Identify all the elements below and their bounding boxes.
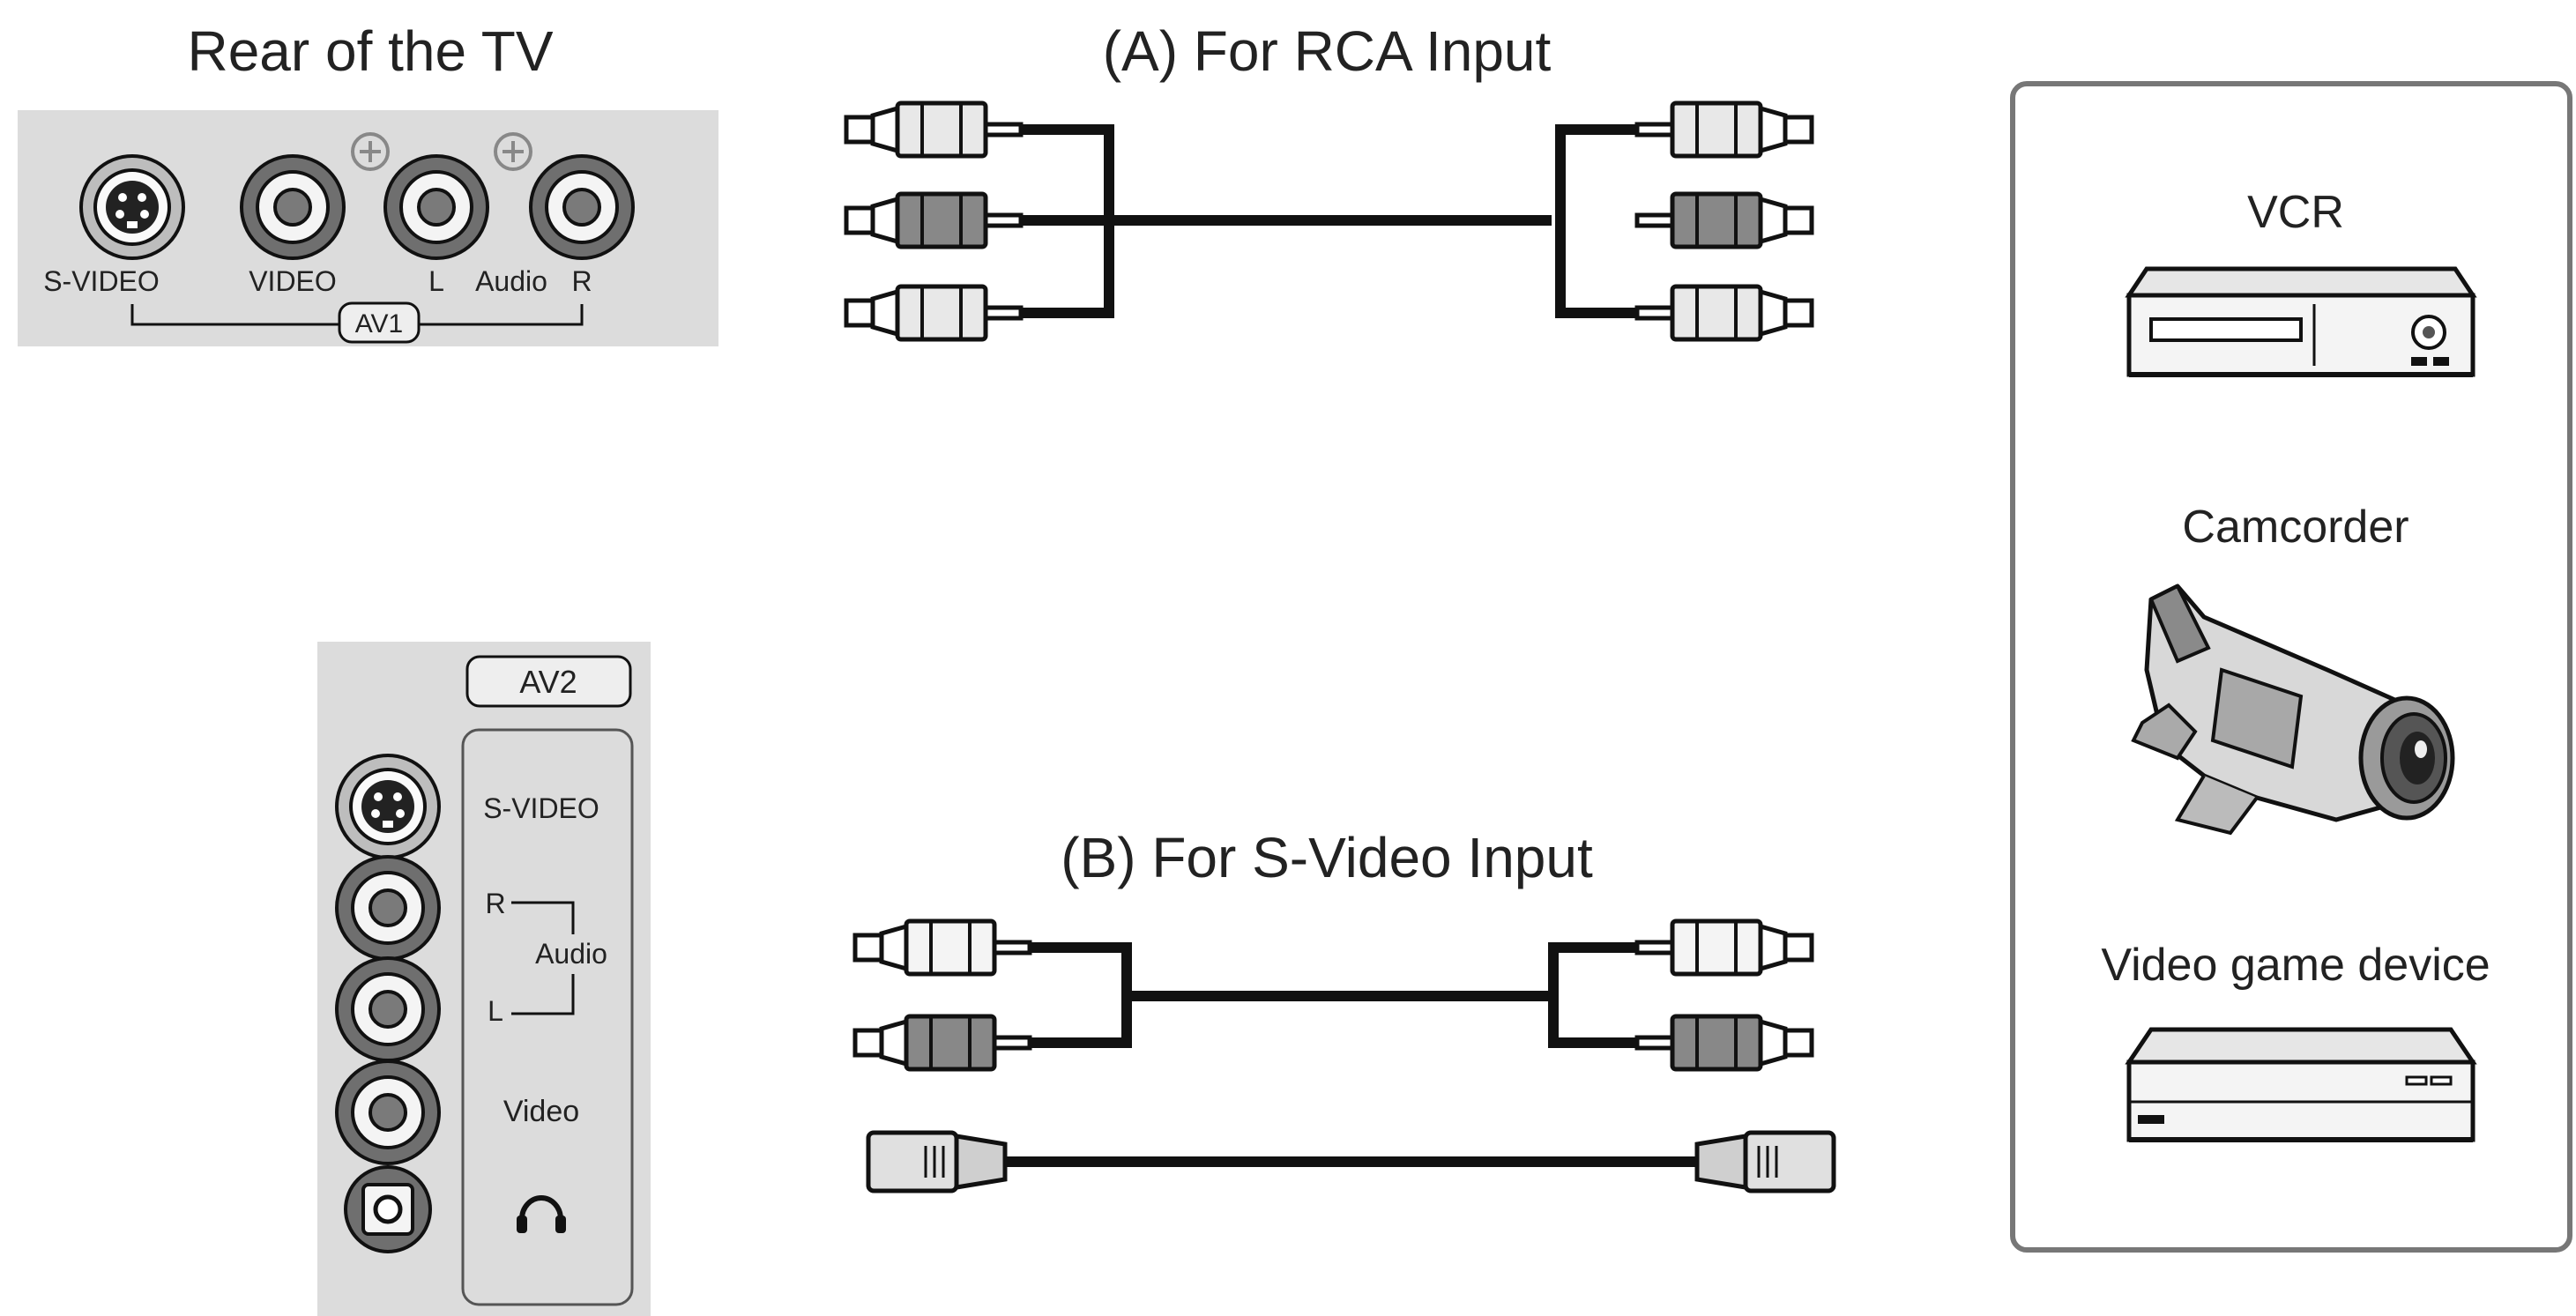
rca-plug [846,286,1021,339]
av2-right-label: R [485,888,505,919]
av2-audio-bracket [511,901,575,1015]
rca-plug [855,1016,1030,1069]
av2-headphone-jack [344,1165,432,1253]
rear-of-tv-title: Rear of the TV [187,19,553,83]
rca-plug [1637,194,1812,247]
av1-right-label: R [571,265,592,297]
camcorder-icon [2131,584,2455,836]
av1-group-label: AV1 [355,309,403,338]
device-label-camcorder: Camcorder [2182,502,2408,553]
svideo-cable-assembly [855,921,1836,1193]
av1-left-label: L [428,265,444,297]
device-label-vcr: VCR [2247,187,2344,238]
svideo-plug [1694,1130,1836,1193]
av2-panel: AV2 S-VIDEO R Audio L Video [317,642,651,1316]
rca-plug [1637,1016,1812,1069]
headphone-icon [517,1195,566,1233]
rca-plug [846,194,1021,247]
av1-audio-left-jack [383,154,489,260]
av2-audio-left-jack [335,956,441,1062]
av2-group-badge [465,655,632,708]
rca-plug [1637,921,1812,974]
rca-plug [1637,286,1812,339]
av1-panel: S-VIDEO VIDEO L Audio R AV1 [18,110,718,346]
device-box: VCR Camcorder Video game device [2010,81,2572,1253]
av2-audio-label: Audio [535,938,607,970]
av1-video-label: VIDEO [249,265,337,297]
av2-left-label: L [488,995,503,1027]
av1-svideo-label: S-VIDEO [43,265,160,297]
av2-svideo-label: S-VIDEO [483,792,599,824]
av2-video-label: Video [503,1095,579,1128]
game-console-icon [2125,1027,2477,1142]
av1-bracket [130,304,584,326]
av1-group-badge [338,301,421,344]
av1-audio-right-jack [529,154,635,260]
svideo-input-title: (B) For S-Video Input [1061,826,1593,889]
av2-audio-right-jack [335,855,441,961]
rca-cable-assembly [846,103,1812,339]
av1-video-jack [240,154,346,260]
svideo-plug [866,1130,1008,1193]
av1-svideo-jack [79,154,185,260]
rca-plug [1637,103,1812,156]
rca-plug [846,103,1021,156]
rca-input-title: (A) For RCA Input [1103,19,1552,83]
device-label-game: Video game device [2101,940,2490,991]
av2-svideo-jack [335,754,441,859]
rca-plug [855,921,1030,974]
vcr-icon [2125,266,2477,377]
av2-video-jack [335,1059,441,1165]
av1-audio-label: Audio [475,265,547,297]
av2-group-label: AV2 [519,664,577,700]
